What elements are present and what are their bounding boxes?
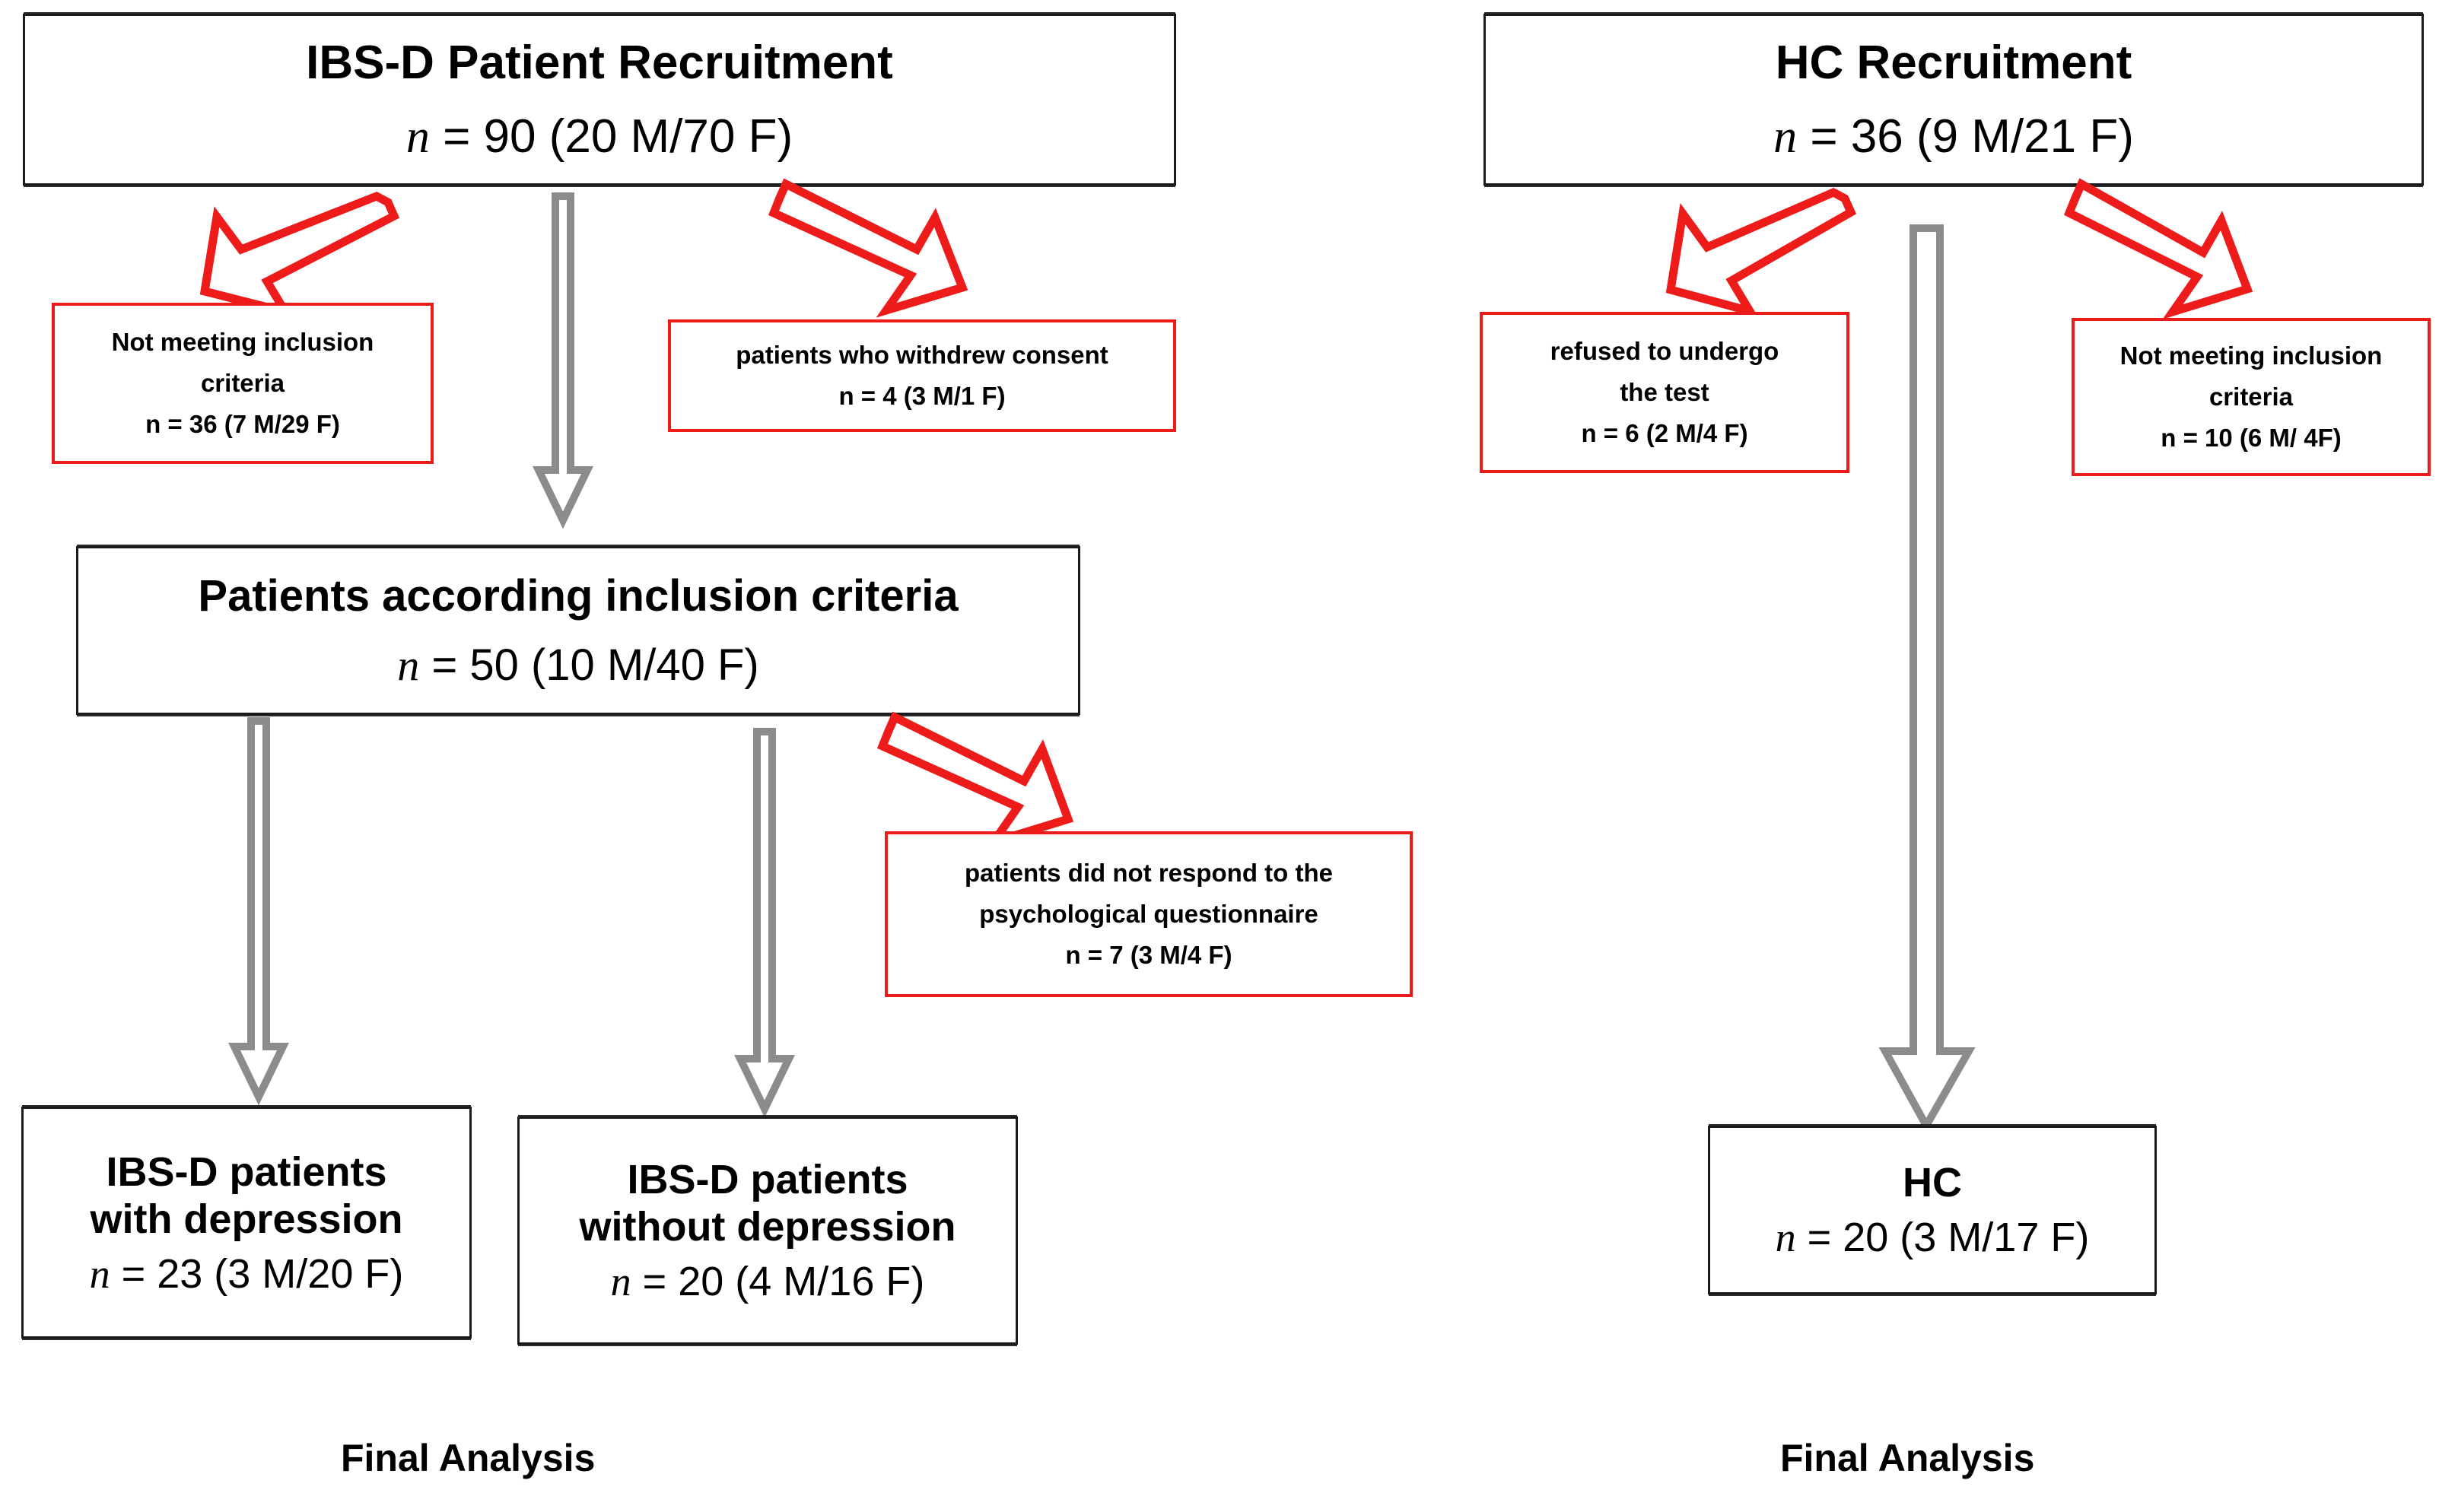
node-exclusion-not-meeting-inclusion-right: Not meeting inclusion criteria n = 10 (6… (2072, 318, 2431, 476)
node-ibsd-recruitment-n: n = 90 (20 M/70 F) (406, 110, 793, 164)
label-final-analysis-left: Final Analysis (341, 1437, 596, 1479)
arrow-exclusion-left-2 (768, 178, 974, 319)
exclusion-line-2: criteria (2208, 383, 2294, 411)
italic-n: n (610, 1259, 631, 1304)
italic-n: n (1773, 110, 1798, 163)
italic-n: n (89, 1250, 110, 1297)
node-included-n: n = 50 (10 M/40 F) (397, 640, 758, 691)
result-n-value: = 20 (4 M/16 F) (631, 1259, 925, 1304)
exclusion-line-1: patients who withdrew consent (736, 341, 1108, 369)
arrow-inclusion-right-main (1878, 224, 1978, 1134)
exclusion-line-2: the test (1620, 378, 1709, 406)
node-included-n-value: = 50 (10 M/40 F) (419, 640, 759, 690)
arrow-inclusion-to-with-depression (228, 717, 289, 1106)
exclusion-line-3: n = 10 (6 M/ 4F) (2161, 424, 2342, 452)
node-exclusion-refused-test: refused to undergo the test n = 6 (2 M/4… (1480, 312, 1849, 473)
italic-n: n (405, 110, 430, 163)
result-title-line-2: with depression (90, 1196, 403, 1242)
italic-n: n (1775, 1215, 1796, 1260)
arrow-exclusion-right-1 (1665, 187, 1857, 319)
result-n-value: = 23 (3 M/20 F) (110, 1250, 404, 1297)
node-hc-recruitment-n-value: = 36 (9 M/21 F) (1797, 110, 2134, 163)
exclusion-line-2: psychological questionnaire (979, 900, 1318, 928)
exclusion-line-1: Not meeting inclusion (111, 328, 374, 356)
exclusion-line-3: n = 36 (7 M/29 F) (145, 410, 340, 438)
node-hc-recruitment: HC Recruitment n = 36 (9 M/21 F) (1483, 14, 2424, 186)
node-ibsd-recruitment: IBS-D Patient Recruitment n = 90 (20 M/7… (23, 14, 1176, 186)
node-exclusion-withdrew-consent: patients who withdrew consent n = 4 (3 M… (668, 319, 1176, 432)
node-result-hc: HC n = 20 (3 M/17 F) (1708, 1126, 2157, 1294)
result-title-line-2: without depression (579, 1204, 956, 1250)
exclusion-line-2: criteria (200, 369, 285, 397)
node-exclusion-no-questionnaire-response: patients did not respond to the psycholo… (885, 831, 1413, 997)
exclusion-line-3: n = 6 (2 M/4 F) (1581, 419, 1748, 447)
node-ibsd-recruitment-title: IBS-D Patient Recruitment (306, 36, 893, 89)
node-result-ibsd-with-depression: IBS-D patients with depression n = 23 (3… (21, 1107, 472, 1339)
node-exclusion-not-meeting-inclusion-left: Not meeting inclusion criteria n = 36 (7… (52, 303, 434, 464)
exclusion-line-2: n = 4 (3 M/1 F) (838, 382, 1006, 410)
node-hc-recruitment-title: HC Recruitment (1775, 36, 2132, 89)
label-final-analysis-right: Final Analysis (1780, 1437, 2035, 1479)
exclusion-line-3: n = 7 (3 M/4 F) (1065, 941, 1232, 969)
node-patients-according-inclusion-criteria: Patients according inclusion criteria n … (76, 546, 1080, 715)
result-title-line-1: IBS-D patients (627, 1157, 908, 1202)
result-n: n = 20 (3 M/17 F) (1776, 1214, 2090, 1261)
exclusion-line-1: Not meeting inclusion (2119, 341, 2383, 370)
arrow-exclusion-right-2 (2064, 178, 2256, 319)
result-n: n = 23 (3 M/20 F) (90, 1250, 404, 1298)
result-n: n = 20 (4 M/16 F) (611, 1258, 925, 1305)
node-ibsd-recruitment-n-value: = 90 (20 M/70 F) (429, 110, 793, 163)
exclusion-line-1: patients did not respond to the (965, 859, 1333, 887)
arrow-inclusion-left-main (533, 192, 593, 529)
italic-n: n (397, 640, 420, 690)
node-included-title: Patients according inclusion criteria (198, 571, 959, 621)
node-result-ibsd-without-depression: IBS-D patients without depression n = 20… (517, 1117, 1018, 1345)
result-title: HC (1903, 1160, 1962, 1205)
exclusion-line-1: refused to undergo (1550, 337, 1779, 365)
result-title-line-1: IBS-D patients (106, 1148, 387, 1195)
arrow-exclusion-left-1 (194, 191, 400, 319)
arrow-inclusion-to-without-depression (734, 728, 795, 1118)
node-hc-recruitment-n: n = 36 (9 M/21 F) (1773, 110, 2134, 164)
arrow-exclusion-questionnaire (876, 711, 1084, 850)
result-n-value: = 20 (3 M/17 F) (1795, 1215, 2090, 1260)
